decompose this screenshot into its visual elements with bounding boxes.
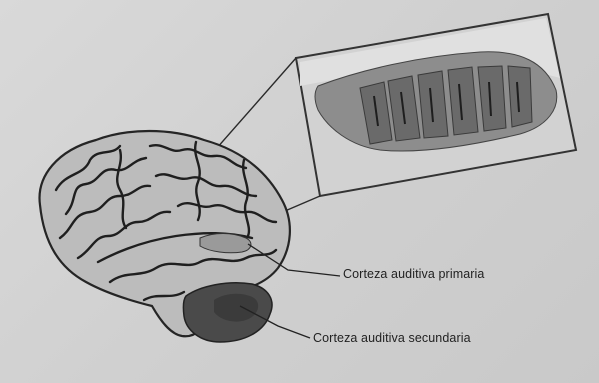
column-6	[508, 66, 532, 127]
brain-illustration	[40, 131, 290, 342]
label-primary-auditory-cortex: Corteza auditiva primaria	[343, 267, 484, 281]
label-secondary-auditory-cortex: Corteza auditiva secundaria	[313, 331, 471, 345]
inset-panel	[296, 14, 576, 196]
